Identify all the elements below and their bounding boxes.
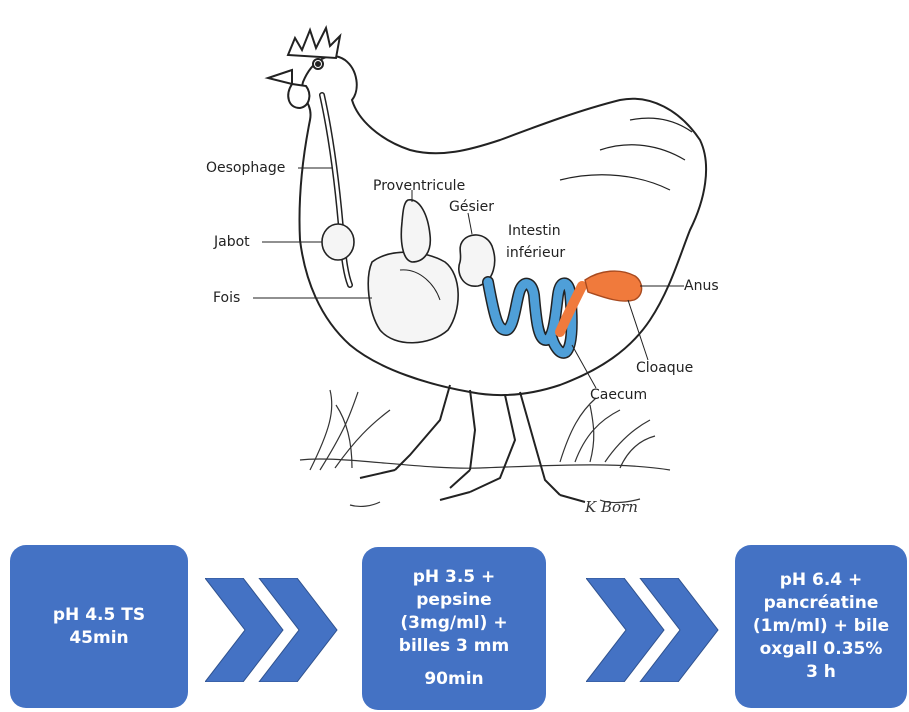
step-box-2: pH 3.5 + pepsine (3mg/ml) + billes 3 mm … [362,547,546,710]
step-1-line-2: 45min [69,627,129,648]
artist-signature: K Born [584,498,638,516]
label-jabot: Jabot [214,234,250,250]
step-1-line-1: pH 4.5 TS [52,604,146,625]
label-gesier: Gésier [449,199,495,215]
grass-ground [299,389,671,508]
gizzard-organ [458,234,496,287]
step-box-3: pH 6.4 + pancréatine (1m/ml) + bile oxga… [735,545,907,708]
label-oesophage: Oesophage [206,160,286,176]
label-intestin: Intestin [508,223,561,239]
liver-organ [367,251,459,344]
cloaca-organ [584,270,643,302]
label-fois: Fois [213,290,241,306]
chevron-arrow-icon-2 [586,578,719,682]
step-3-line-4: oxgall 0.35% [759,639,883,659]
proventriculus-organ [400,199,432,263]
label-inferieur: inférieur [506,245,566,261]
step-3-line-1: pH 6.4 + [779,570,863,590]
step-3-line-2: pancréatine [763,593,879,613]
step-2-line-4: billes 3 mm [398,636,510,656]
step-2-time: 90min [424,669,484,689]
step-2-line-2: pepsine [416,590,492,610]
leader-lines [253,167,684,389]
caecum-organ [555,281,587,337]
step-box-1: pH 4.5 TS 45min [10,545,188,708]
crop-organ [321,223,355,261]
step-3-line-3: (1m/ml) + bile [752,616,890,636]
step-2-line-1: pH 3.5 + [412,567,496,587]
chicken-legs [359,384,586,503]
label-caecum: Caecum [590,387,648,403]
step-3-line-5: 3 h [806,662,836,682]
label-cloaque: Cloaque [636,360,694,376]
label-proventricule: Proventricule [373,178,466,194]
label-anus: Anus [684,278,719,294]
chevron-arrow-icon-1 [205,578,338,682]
step-2-line-3: (3mg/ml) + [400,613,508,633]
